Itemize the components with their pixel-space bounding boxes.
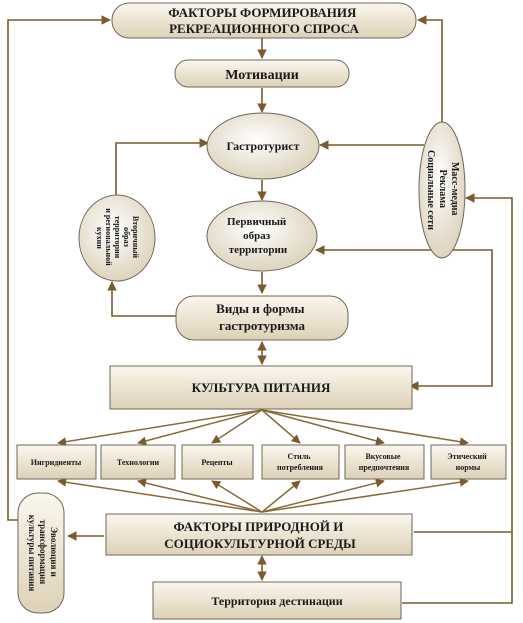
evolution-node: Эволюция и трансформация культуры питани… <box>17 492 65 614</box>
fan-from-environment <box>57 477 469 513</box>
svg-text:Первичный образ те: Первичный образ территории <box>227 216 289 256</box>
secondary-image-line-4: и региональной <box>104 208 113 266</box>
media-node: Масс-медиа Реклама Социальные сети <box>418 121 466 259</box>
component-ingredients: Ингридиенты <box>16 444 97 480</box>
title-line-1: ФАКТОРЫ ФОРМИРОВАНИЯ <box>168 5 357 20</box>
destination-label: Территория дестинации <box>211 594 342 608</box>
svg-text:Виды и формы гастротуриз: Виды и формы гастротуризма <box>216 301 308 333</box>
food-culture-label: КУЛЬТУРА ПИТАНИЯ <box>192 380 331 395</box>
types-forms-line-2: гастротуризма <box>219 318 306 333</box>
environment-line-2: СОЦИОКУЛЬТУРНОЙ СРЕДЫ <box>164 536 356 551</box>
connectors <box>7 15 513 604</box>
media-line-3: Социальные сети <box>425 150 436 230</box>
food-culture-node: КУЛЬТУРА ПИТАНИЯ <box>109 365 413 410</box>
gastrotourist-node: Гастротурист <box>206 112 320 180</box>
motivation-node: Мотивации <box>174 59 350 88</box>
primary-image-line-1: Первичный <box>227 216 287 228</box>
secondary-image-line-2: образ <box>122 227 131 247</box>
svg-text:Вкусовые предпочтения: Вкусовые предпочтения <box>359 452 410 472</box>
svg-text:ФАКТОРЫ ПРИРОДНОЙ И СОЦИ: ФАКТОРЫ ПРИРОДНОЙ И СОЦИОКУЛЬТУРНОЙ СРЕД… <box>164 519 356 551</box>
primary-image-line-2: образ <box>243 230 271 242</box>
title-line-2: РЕКРЕАЦИОННОГО СПРОСА <box>169 21 359 36</box>
svg-text:Эволюция и трансформация: Эволюция и трансформация культуры питани… <box>27 515 59 592</box>
fan-from-culture <box>57 409 469 447</box>
svg-text:Масс-медиа Реклама: Масс-медиа Реклама Социальные сети <box>425 150 460 230</box>
component-recipes: Рецепты <box>181 444 254 480</box>
types-forms-line-1: Виды и формы <box>216 301 304 316</box>
environment-factors-node: ФАКТОРЫ ПРИРОДНОЙ И СОЦИОКУЛЬТУРНОЙ СРЕД… <box>105 513 413 556</box>
motivation-label: Мотивации <box>225 68 299 83</box>
component-consumption-style: Стиль потребления <box>261 444 340 480</box>
components-row: Ингридиенты Технологии Рецепты Стиль пот… <box>16 444 507 480</box>
svg-text:ФАКТОРЫ ФОРМИРОВАНИЯ РЕК: ФАКТОРЫ ФОРМИРОВАНИЯ РЕКРЕАЦИОННОГО СПРО… <box>168 5 359 36</box>
media-line-1: Масс-медиа <box>449 162 460 216</box>
media-line-2: Реклама <box>437 169 448 208</box>
evolution-line-3: культуры питания <box>27 515 37 592</box>
types-forms-node: Виды и формы гастротуризма <box>175 295 349 341</box>
destination-node: Территория дестинации <box>152 581 402 620</box>
svg-text:Этический нормы: Этический нормы <box>447 452 489 472</box>
gastrotourist-label: Гастротурист <box>226 139 299 153</box>
secondary-image-line-3: территории <box>113 216 122 259</box>
component-technologies: Технологии <box>100 444 176 480</box>
component-taste-preferences: Вкусовые предпочтения <box>344 444 425 480</box>
environment-line-1: ФАКТОРЫ ПРИРОДНОЙ И <box>173 519 343 534</box>
evolution-line-1: Эволюция и <box>49 527 59 577</box>
svg-text:Стиль потребления: Стиль потребления <box>277 452 324 472</box>
secondary-image-line-1: Вторичный <box>131 216 140 259</box>
svg-text:Вторичный образ те: Вторичный образ территории и регионально… <box>95 208 140 267</box>
secondary-image-line-5: кухни <box>95 227 104 249</box>
primary-image-node: Первичный образ территории <box>206 200 318 272</box>
secondary-image-node: Вторичный образ территории и регионально… <box>78 194 156 282</box>
svg-text:Ингридиенты: Ингридиенты <box>31 458 82 467</box>
svg-text:Рецепты: Рецепты <box>201 458 233 467</box>
evolution-line-2: трансформация <box>38 520 48 585</box>
svg-text:Технологии: Технологии <box>117 458 160 467</box>
component-ethical-norms: Этический нормы <box>430 444 507 480</box>
primary-image-line-3: территории <box>229 244 288 256</box>
title-node: ФАКТОРЫ ФОРМИРОВАНИЯ РЕКРЕАЦИОННОГО СПРО… <box>111 2 417 39</box>
